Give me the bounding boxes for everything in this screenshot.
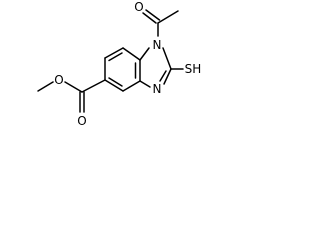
bond-c2-n3: [163, 68, 172, 85]
atom-n3-label: N: [153, 82, 162, 96]
benzene-ring: [104, 47, 141, 92]
bond-acetyl-co-a: [142, 12, 157, 24]
molecule-structure-drawing: N N SH O O O: [37, 0, 201, 128]
bond-c7a-c7: [122, 47, 141, 61]
atom-acetyl-oxygen-label: O: [134, 0, 143, 14]
atom-ester-carbonyl-oxygen-label: O: [77, 114, 86, 128]
atom-ester-oxygen-label: O: [54, 73, 63, 87]
bond-n3-c3a: [139, 80, 151, 88]
bond-c5-c4-inner: [108, 77, 123, 87]
bond-c7-c6-inner: [108, 52, 123, 62]
bond-c4-c3a: [122, 80, 141, 92]
acetyl-group: [142, 9, 179, 37]
atom-sh-label: SH: [185, 62, 202, 76]
bond-c2-n3-inner: [159, 70, 167, 82]
bond-oxygen-methyl: [37, 81, 54, 92]
bond-acetyl-co-b: [145, 9, 161, 21]
bond-n1-c2: [162, 47, 172, 70]
bond-c7-c6: [104, 47, 124, 59]
atom-labels: N N SH O O O: [54, 0, 201, 128]
methyl-ester-group: [37, 79, 106, 113]
bond-c7a-n1: [139, 47, 150, 61]
bond-ester-carbon-oxygen: [64, 81, 83, 93]
bond-carbonyl-methyl: [157, 10, 179, 24]
bond-c5-ester-carbon: [81, 79, 106, 93]
atom-n1-label: N: [153, 38, 162, 52]
imidazole-ring: [139, 47, 172, 88]
bond-c5-c4: [104, 79, 124, 92]
